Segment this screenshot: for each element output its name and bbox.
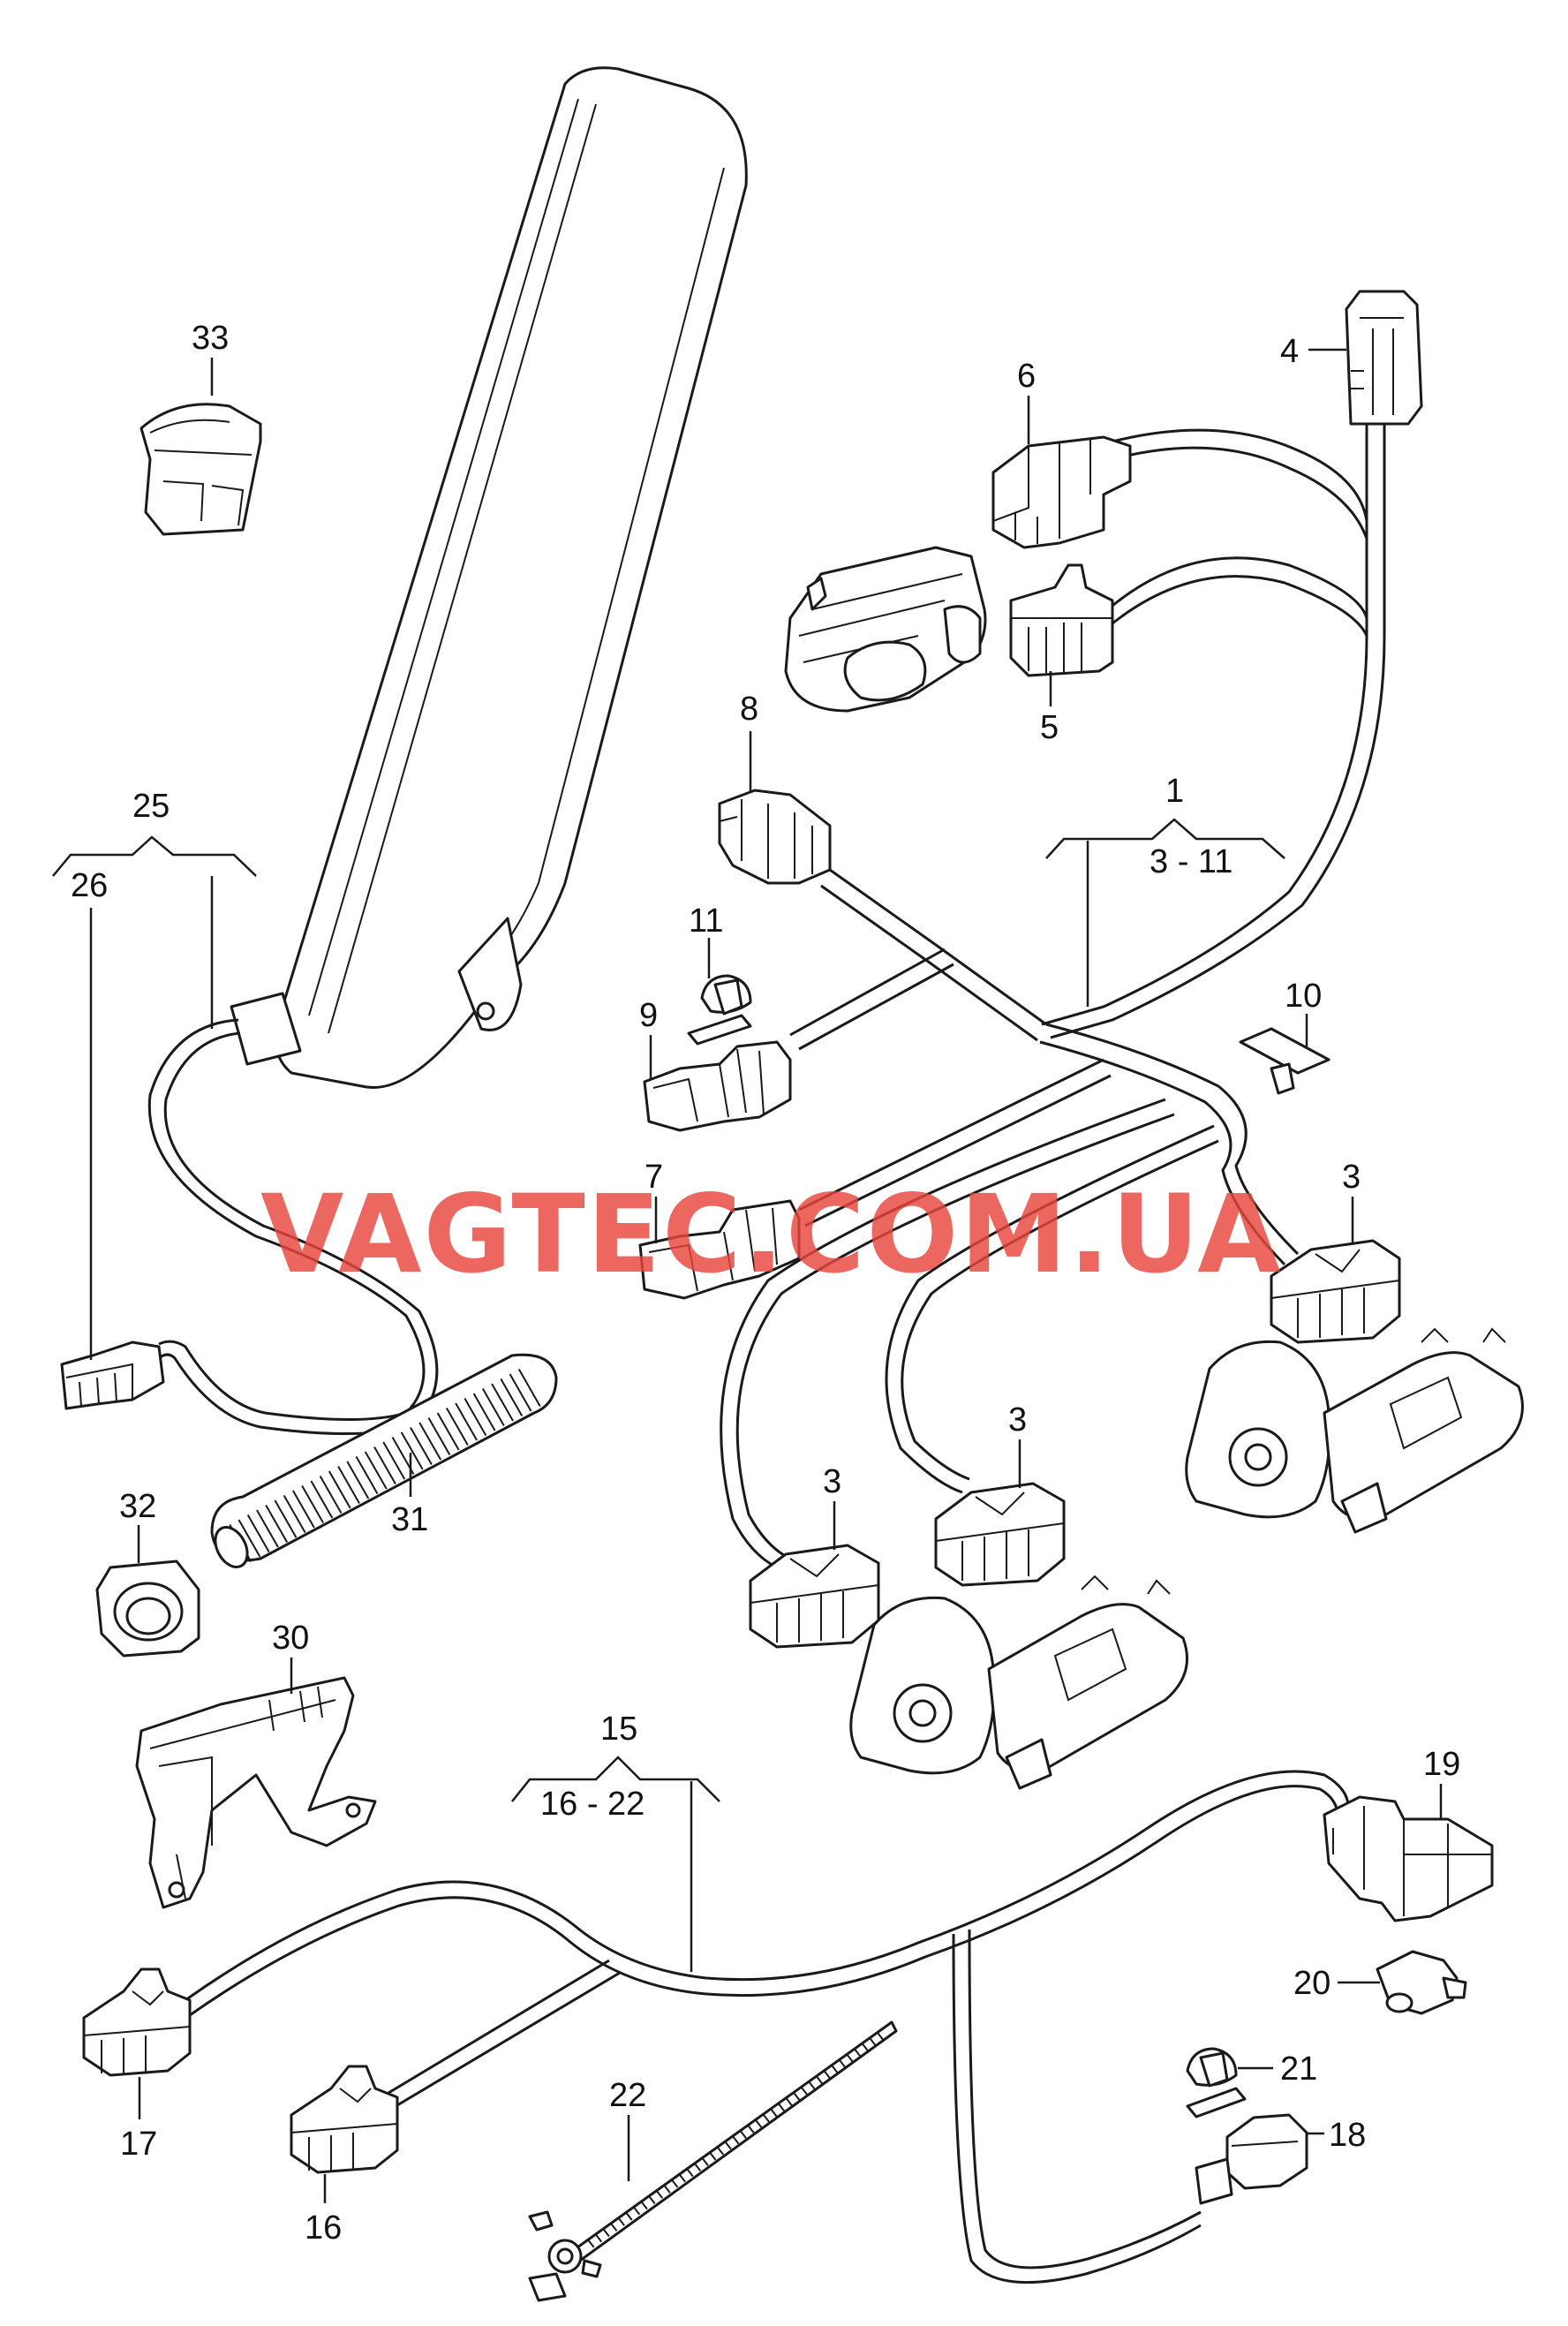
callout-4: 4: [1280, 333, 1299, 370]
seat-motor-lower: [849, 1575, 1188, 1790]
callout-17: 17: [120, 2126, 157, 2163]
callout-26: 26: [71, 867, 108, 904]
callout-32: 32: [119, 1488, 156, 1525]
retainer-20: [1376, 1950, 1467, 2015]
connector-3-lower: [749, 1544, 880, 1649]
corrugated-tube-31: [210, 1353, 558, 1568]
side-airbag-module: [230, 66, 748, 1089]
callout-8: 8: [740, 691, 758, 728]
callout-20: 20: [1293, 1965, 1331, 2002]
connector-18: [1195, 2113, 1308, 2205]
callout-1-range: 3 - 11: [1150, 843, 1233, 880]
wiring-harness-1: [720, 424, 1386, 1569]
wiring-harness-25: [147, 1018, 439, 1435]
callout-3-middle: 3: [1008, 1401, 1027, 1439]
connector-4: [1345, 290, 1423, 426]
holder-32: [95, 1559, 200, 1658]
clip-21: [1186, 2047, 1247, 2118]
connector-8: [718, 789, 832, 885]
callout-16: 16: [305, 2209, 342, 2247]
connector-7: [638, 1199, 801, 1300]
connector-6: [991, 435, 1132, 549]
connector-17: [82, 1967, 192, 2077]
cable-clip-11: [687, 974, 752, 1046]
connector-5: [1009, 563, 1114, 677]
callout-19: 19: [1423, 1746, 1460, 1783]
callout-5: 5: [1040, 709, 1059, 746]
callout-15: 15: [600, 1711, 637, 1748]
callout-1: 1: [1165, 773, 1184, 810]
leader-lines: [52, 348, 1443, 2203]
callout-3-lower: 3: [823, 1463, 841, 1500]
connector-16: [290, 2065, 399, 2174]
callout-3-top: 3: [1342, 1159, 1361, 1196]
callout-10: 10: [1285, 978, 1322, 1015]
callout-21: 21: [1280, 2050, 1317, 2088]
callout-11: 11: [689, 902, 723, 940]
connector-9: [643, 1040, 792, 1132]
callout-30: 30: [272, 1620, 309, 1657]
callout-6: 6: [1017, 358, 1036, 395]
connector-26: [60, 1340, 165, 1410]
connector-3-top: [1270, 1239, 1401, 1344]
callout-15-range: 16 - 22: [540, 1786, 645, 1823]
cable-tie-22: [528, 2020, 898, 2302]
callout-7: 7: [645, 1159, 663, 1196]
connector-3-middle: [934, 1482, 1066, 1587]
callout-25: 25: [132, 788, 170, 825]
cover-33: [139, 403, 262, 536]
cable-tie-10: [1239, 1027, 1331, 1095]
watermark-text: VAGTEC.COM.UA: [260, 1172, 1283, 1297]
seat-control-unit: [784, 546, 987, 713]
seat-motor-upper: [1185, 1327, 1524, 1534]
callout-18: 18: [1329, 2117, 1366, 2154]
bracket-30: [135, 1676, 377, 1909]
callout-22: 22: [609, 2077, 646, 2114]
callout-9: 9: [639, 997, 658, 1034]
callout-33: 33: [192, 320, 229, 357]
callout-labels: 33 4 6 5 8 1 3 - 11 25 26 11 10 9 7 3 3 …: [71, 320, 1460, 2247]
connector-19: [1323, 1795, 1494, 1922]
callout-31: 31: [391, 1501, 428, 1538]
wiring-harness-15: [185, 1770, 1350, 2284]
